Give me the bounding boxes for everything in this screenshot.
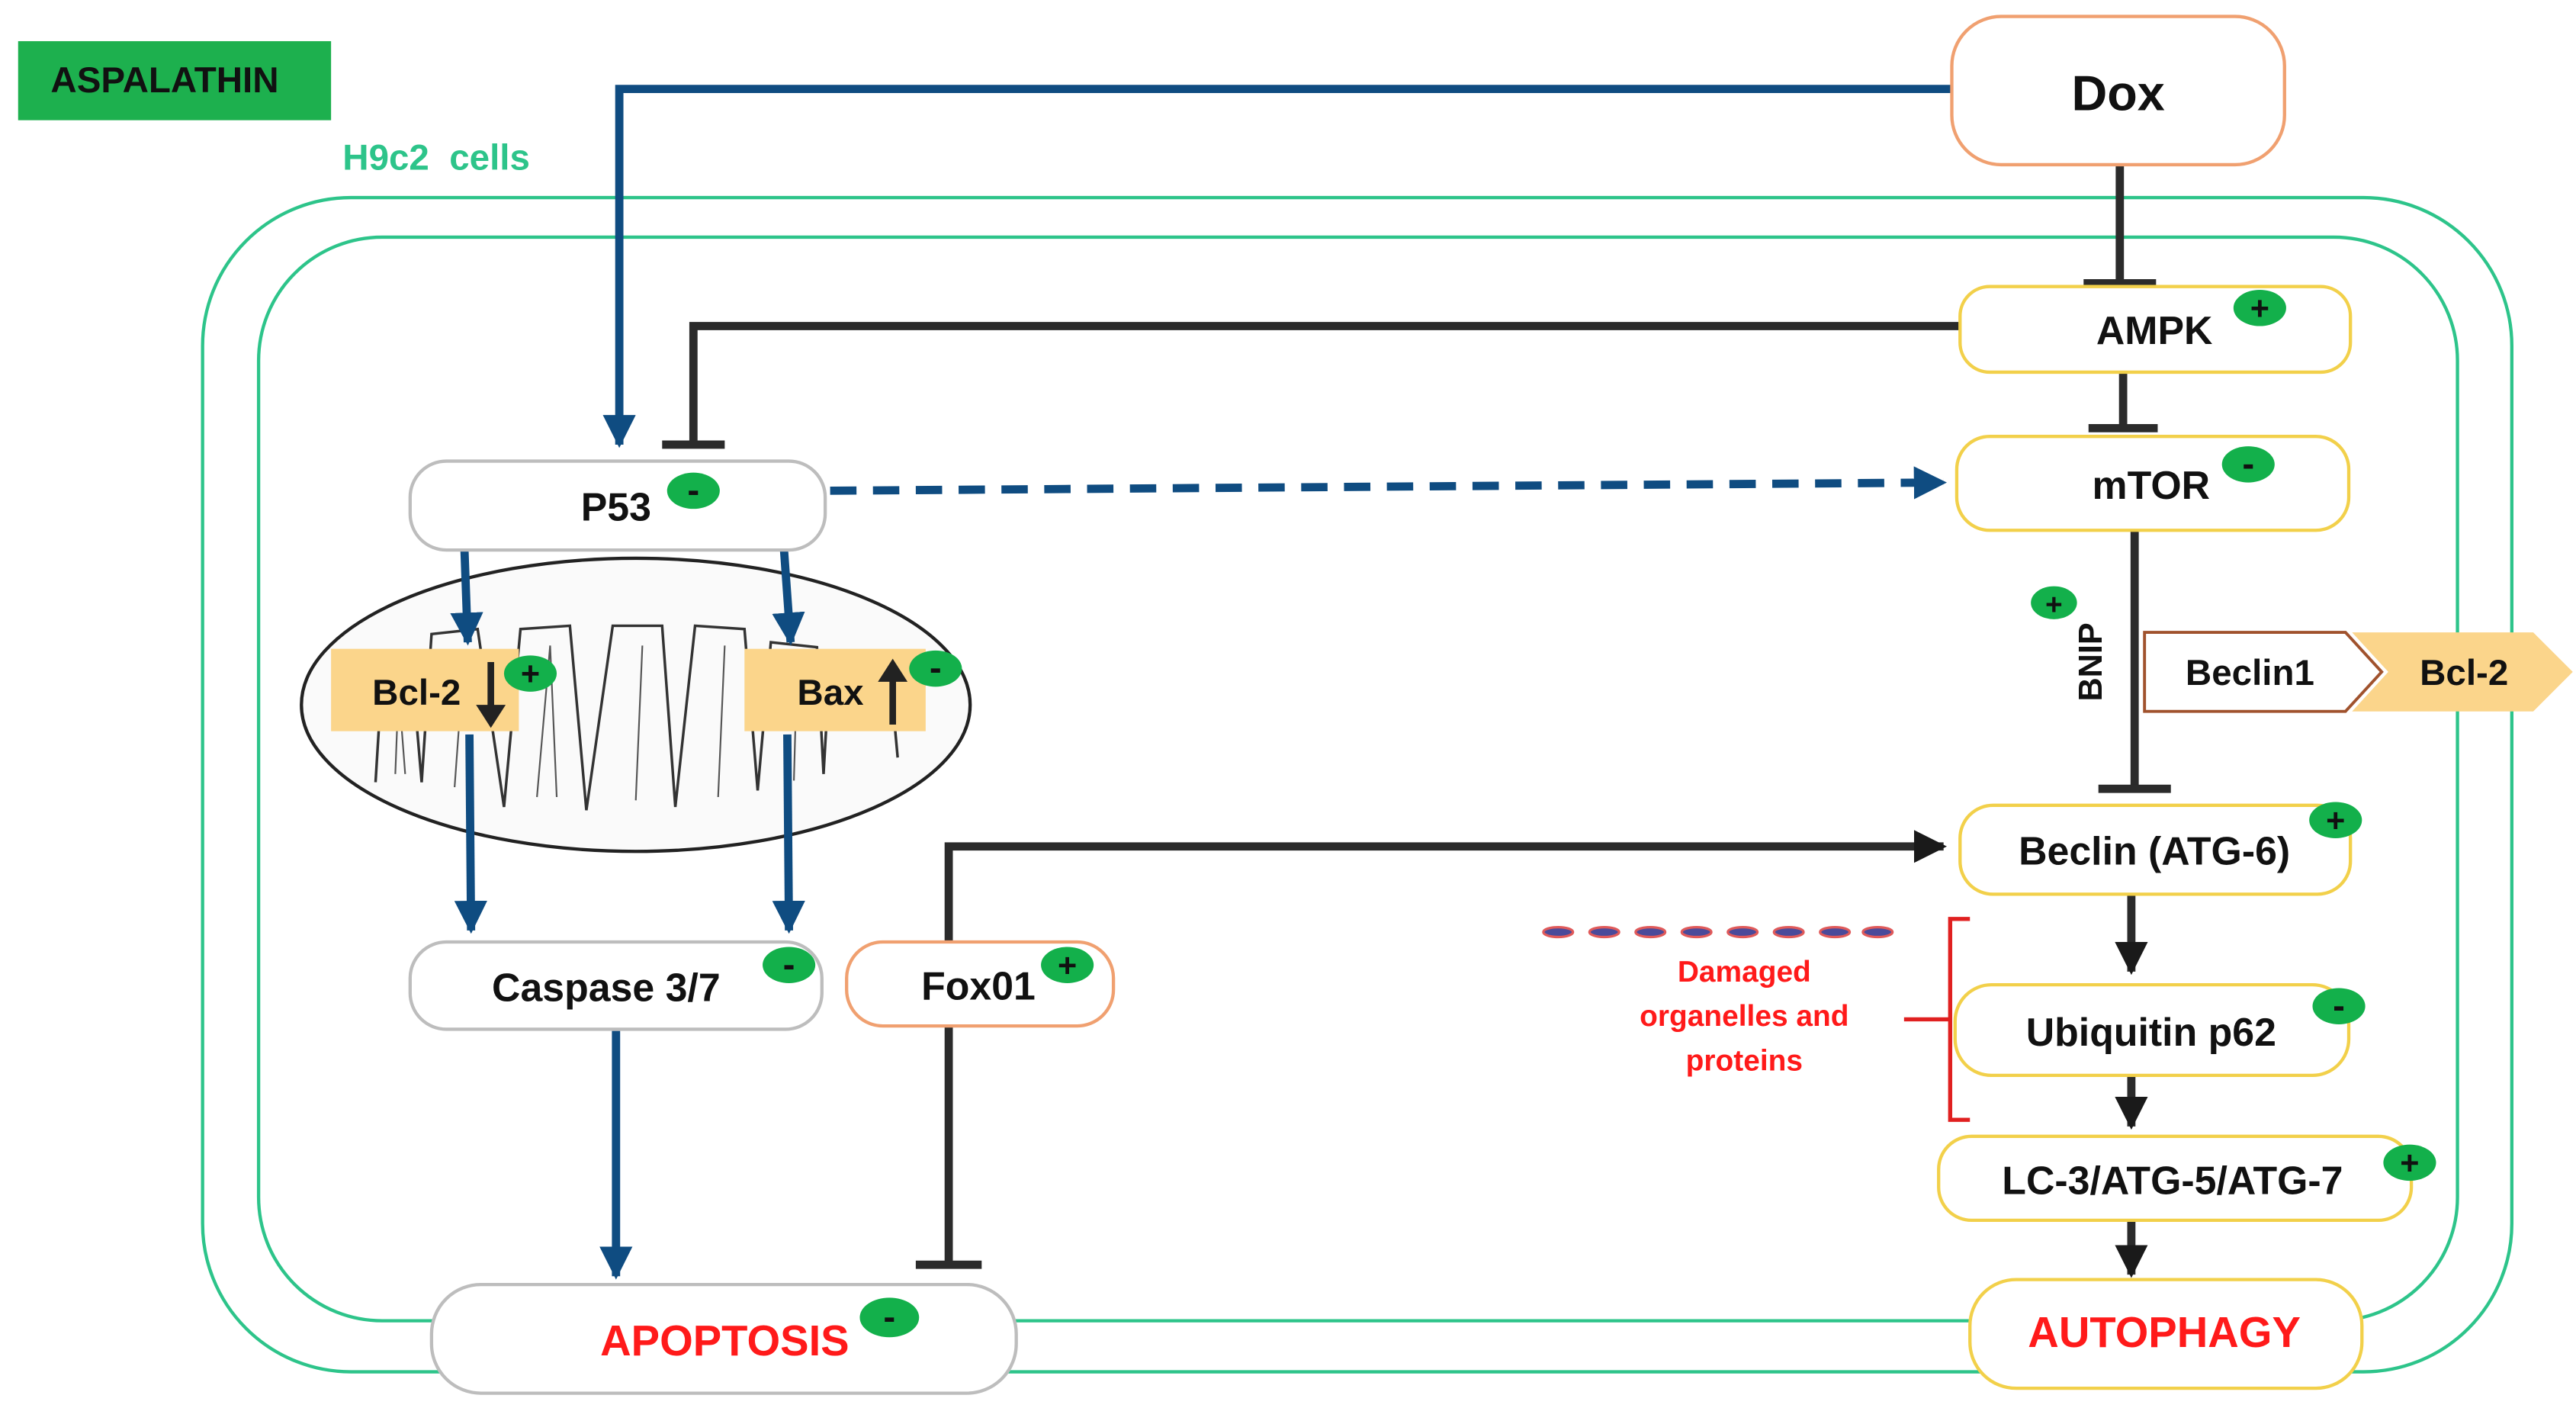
node-ubiquitin: Ubiquitin p62	[1953, 982, 2351, 1078]
ampk-label: AMPK	[2096, 308, 2213, 352]
bax-label: Bax	[797, 673, 864, 713]
arrow-up-icon	[878, 658, 908, 725]
node-dox: Dox	[1950, 14, 2286, 167]
autophagy-label: AUTOPHAGY	[2028, 1308, 2301, 1356]
badge-p53: -	[666, 471, 720, 511]
damaged-line-2: organelles and	[1640, 1000, 1848, 1033]
bcl2-right-label: Bcl-2	[2420, 653, 2508, 693]
node-autophagy: AUTOPHAGY	[1968, 1278, 2364, 1390]
badge-bcl2-sign: +	[521, 656, 540, 693]
beclin1-chevron: Beclin1	[2143, 631, 2384, 713]
damaged-bracket	[1903, 917, 1971, 1122]
node-bax: Bax	[744, 648, 926, 731]
badge-beclin-atg6: +	[2309, 802, 2362, 839]
arrow-bax-caspase	[772, 734, 805, 934]
ubiquitin-label: Ubiquitin p62	[2026, 1010, 2276, 1054]
badge-p53-sign: -	[687, 471, 699, 511]
badge-bax-sign: -	[930, 648, 942, 689]
badge-fox01: +	[1041, 947, 1094, 984]
badge-ubiquitin-sign: -	[2333, 985, 2345, 1026]
damaged-line-3: proteins	[1686, 1044, 1803, 1077]
beclin-atg6-label: Beclin (ATG-6)	[2019, 829, 2290, 873]
badge-caspase: -	[763, 944, 816, 985]
arrow-dox-p53	[602, 85, 1952, 448]
arrow-down-icon	[476, 661, 506, 728]
badge-ampk-sign: +	[2250, 291, 2269, 327]
badge-bnip-sign: +	[2045, 588, 2063, 621]
beclin1-label: Beclin1	[2186, 653, 2314, 693]
bnip-label: BNIP	[2073, 622, 2109, 701]
arrow-p53-mtor-dashed	[830, 466, 1948, 500]
arrow-p53-bax	[772, 549, 805, 646]
caspase-label: Caspase 3/7	[492, 966, 721, 1010]
apoptosis-label: APOPTOSIS	[600, 1316, 850, 1365]
arrow-p53-bcl2	[450, 549, 483, 646]
badge-bax: -	[909, 648, 962, 689]
damaged-organelles-dots	[1542, 925, 1894, 939]
badge-ampk: +	[2233, 290, 2286, 327]
node-bcl2: Bcl-2	[331, 648, 519, 731]
badge-lc3: +	[2383, 1144, 2436, 1181]
badge-lc3-sign: +	[2400, 1145, 2419, 1181]
node-mtor: mTOR	[1954, 435, 2351, 532]
badge-apoptosis-sign: -	[883, 1297, 895, 1337]
aspalathin-label: ASPALATHIN	[50, 60, 278, 101]
node-caspase: Caspase 3/7	[408, 940, 824, 1031]
badge-fox01-sign: +	[1058, 947, 1077, 984]
node-ampk: AMPK	[1958, 284, 2353, 375]
dox-label: Dox	[2071, 66, 2164, 121]
badge-apoptosis: -	[859, 1297, 920, 1337]
badge-bnip: +	[2031, 586, 2077, 621]
badge-caspase-sign: -	[783, 944, 795, 985]
node-p53: P53	[408, 459, 827, 552]
aspalathin-banner: ASPALATHIN	[18, 40, 332, 121]
arrow-fox01-beclin	[944, 830, 1948, 943]
inhibit-ampk-p53	[689, 322, 1961, 442]
fox01-label: Fox01	[921, 964, 1036, 1008]
badge-mtor-sign: -	[2242, 444, 2254, 484]
arrow-bcl2-caspase	[454, 734, 488, 934]
badge-beclin-sign: +	[2326, 802, 2345, 839]
inner-membrane	[256, 235, 2459, 1323]
outer-membrane	[201, 195, 2514, 1374]
lc3-label: LC-3/ATG-5/ATG-7	[2002, 1158, 2343, 1202]
node-beclin-atg6: Beclin (ATG-6)	[1958, 803, 2353, 896]
mtor-label: mTOR	[2093, 463, 2211, 507]
cell-label: H9c2 cells	[342, 137, 530, 178]
p53-label: P53	[581, 484, 651, 529]
node-apoptosis: APOPTOSIS	[429, 1282, 1018, 1395]
badge-ubiquitin: -	[2312, 985, 2366, 1026]
badge-mtor: -	[2221, 444, 2275, 484]
bcl2-chevron: Bcl-2	[2352, 632, 2573, 712]
damaged-line-1: Damaged	[1678, 956, 1811, 988]
badge-bcl2: +	[503, 655, 557, 693]
node-lc3: LC-3/ATG-5/ATG-7	[1937, 1134, 2414, 1223]
damaged-organelles-text: Damaged organelles and proteins	[1640, 956, 1848, 1078]
bcl2-label: Bcl-2	[372, 673, 461, 713]
